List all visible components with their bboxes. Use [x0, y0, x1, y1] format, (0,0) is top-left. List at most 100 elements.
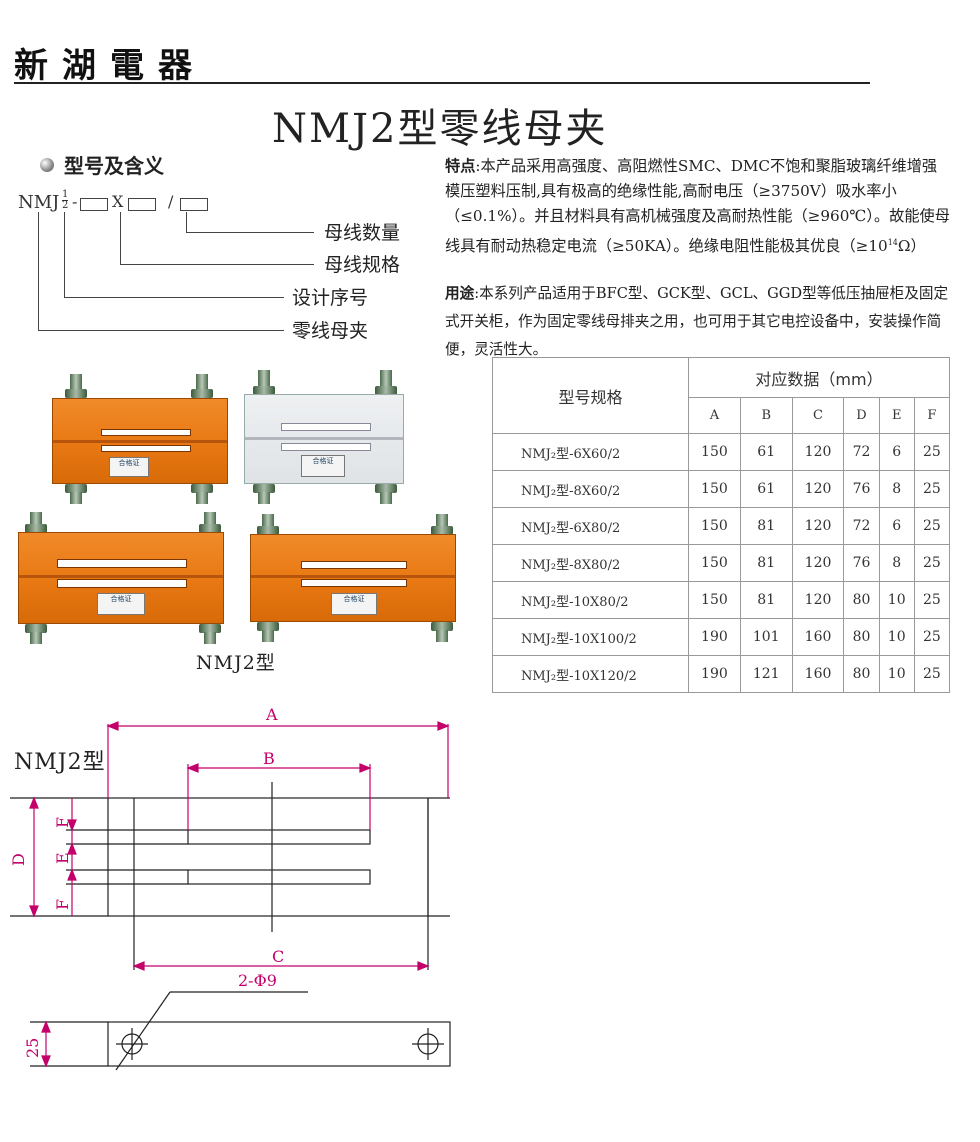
cell: 80: [843, 581, 880, 619]
dim-label-b: B: [263, 749, 275, 768]
nut: [253, 484, 275, 493]
cell: 101: [739, 618, 793, 656]
slot: [281, 443, 371, 451]
cell: 8: [878, 544, 915, 582]
cell: 72: [843, 507, 880, 545]
photo-caption: NMJ2型: [196, 652, 276, 674]
seam: [53, 440, 227, 443]
features-sup: 14: [887, 237, 898, 247]
slot: [101, 445, 191, 452]
nut: [431, 622, 453, 631]
cell-model: NMJ₂型-8X80/2: [492, 544, 689, 582]
cell: 120: [791, 507, 845, 545]
dim-label-hole: 2-Φ9: [238, 971, 277, 990]
cell: 76: [843, 544, 880, 582]
bolt: [196, 492, 208, 504]
cell-model: NMJ₂型-8X60/2: [492, 470, 689, 508]
col-header-b: B: [739, 397, 793, 434]
nut: [253, 386, 275, 395]
dim-label-f-bottom: F: [53, 899, 72, 910]
cell: 150: [688, 470, 741, 508]
bolt: [204, 632, 216, 644]
cell: 150: [688, 581, 741, 619]
nut: [25, 624, 47, 633]
dim-label-d: D: [9, 853, 28, 866]
cell: 25: [913, 507, 951, 545]
model-meaning-heading-text: 型号及含义: [64, 154, 164, 178]
cell-model: NMJ₂型-10X80/2: [492, 581, 689, 619]
slot-outline-upper: [187, 829, 371, 845]
label-design-number: 设计序号: [292, 287, 369, 309]
bolt: [436, 630, 448, 642]
label-neutral-clamp: 零线母夹: [292, 320, 369, 342]
leader-line: [64, 297, 284, 298]
cell: 76: [843, 470, 880, 508]
drawing-title: NMJ2型: [14, 750, 106, 775]
nut: [375, 484, 397, 493]
product-tag: 合格证: [97, 593, 145, 615]
dim-label-a: A: [265, 705, 278, 724]
slot: [57, 559, 187, 568]
nut: [199, 624, 221, 633]
code-box-1: [80, 198, 108, 211]
cell-model: NMJ₂型-6X60/2: [492, 433, 689, 471]
col-header-d: D: [843, 397, 880, 434]
nut: [257, 622, 279, 631]
code-frac-bottom: 2: [62, 200, 69, 211]
nut: [191, 484, 213, 493]
cell: 8: [878, 470, 915, 508]
cell: 6: [878, 507, 915, 545]
slot: [301, 561, 407, 569]
col-header-e: E: [878, 397, 915, 434]
slot: [301, 579, 407, 587]
cell: 25: [913, 655, 951, 693]
cell: 160: [791, 618, 845, 656]
arrow: [41, 1020, 51, 1033]
arrow: [417, 961, 430, 971]
usage-label: 用途: [445, 285, 475, 302]
label-busbar-quantity: 母线数量: [324, 222, 401, 244]
cell: 190: [688, 618, 741, 656]
cell: 25: [913, 581, 951, 619]
code-x: X: [112, 192, 124, 211]
cell: 10: [878, 618, 915, 656]
arrow: [106, 721, 119, 731]
code-box-3: [180, 198, 208, 211]
cell: 150: [688, 433, 741, 471]
features-tail: Ω）: [897, 236, 926, 255]
cell: 25: [913, 618, 951, 656]
clamp-body-outline: [107, 797, 429, 917]
nut: [25, 524, 47, 533]
leader-line: [64, 212, 65, 297]
cell: 61: [739, 470, 793, 508]
code-prefix: NMJ: [18, 192, 60, 213]
bolt: [70, 492, 82, 504]
leader-line: [120, 212, 121, 264]
seam: [245, 437, 403, 440]
cell-model: NMJ₂型-6X80/2: [492, 507, 689, 545]
col-header-a: A: [688, 397, 741, 434]
dim-label-height: 25: [23, 1038, 42, 1058]
arrow: [67, 819, 77, 832]
cell: 72: [843, 433, 880, 471]
slot: [101, 429, 191, 436]
cell: 10: [878, 655, 915, 693]
dimension-group: [29, 721, 450, 1068]
cell: 25: [913, 433, 951, 471]
arrow: [67, 842, 77, 855]
cell: 120: [791, 581, 845, 619]
arrow: [186, 763, 199, 773]
arrow: [67, 868, 77, 881]
nut: [375, 386, 397, 395]
bolt: [258, 492, 270, 504]
code-box-2: [128, 198, 156, 211]
features-label: 特点: [445, 157, 476, 175]
bolt: [30, 632, 42, 644]
usage-text: :本系列产品适用于BFC型、GCK型、GCL、GGD型等低压抽屉柜及固定式开关柜…: [445, 285, 949, 358]
product-photo-orange-2: 合格证: [18, 532, 224, 624]
header-rule: [14, 82, 870, 84]
usage-paragraph: 用途:本系列产品适用于BFC型、GCK型、GCL、GGD型等低压抽屉柜及固定式开…: [445, 280, 950, 364]
